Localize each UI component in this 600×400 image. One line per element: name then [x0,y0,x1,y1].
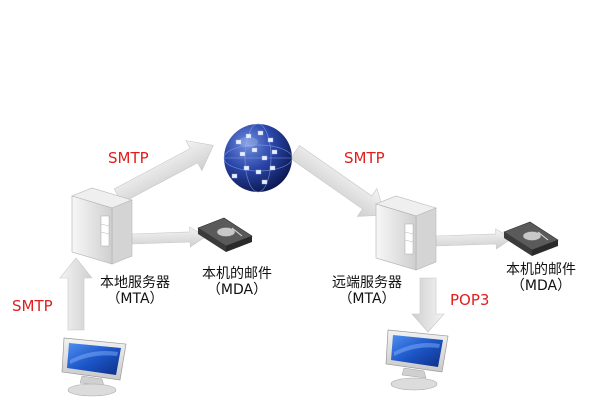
arrow-remote-to-client [411,277,445,333]
remote-server-icon [375,195,437,271]
globe-icon [223,123,293,193]
remote-server-role: （MTA） [338,291,396,308]
local-server-role: （MTA） [106,291,164,308]
arrow-local-to-internet [113,140,214,204]
arrow-internet-to-remote [289,145,386,217]
remote-mda-caption: 本机的邮件 （MDA） [496,262,586,294]
arrow-local-to-mda [131,226,207,248]
smtp-label-client-to-local: SMTP [12,297,53,315]
local-server-caption: 本地服务器 （MTA） [90,275,180,307]
local-mda-name: 本机的邮件 [202,266,272,282]
remote-server-name: 远端服务器 [332,275,402,291]
remote-mda-name: 本机的邮件 [506,262,576,278]
local-server-name: 本地服务器 [100,275,170,291]
pop3-label: POP3 [450,291,490,309]
arrow-client-to-local [59,257,93,331]
local-hard-drive-icon [197,217,253,252]
local-server-icon [71,187,133,265]
remote-server-caption: 远端服务器 （MTA） [322,275,412,307]
remote-hard-drive-icon [503,221,559,256]
smtp-label-internet-to-remote: SMTP [344,149,385,167]
remote-mda-role: （MDA） [510,278,572,295]
local-mda-role: （MDA） [206,282,268,299]
remote-monitor-icon [385,329,449,391]
local-mda-caption: 本机的邮件 （MDA） [192,266,282,298]
local-monitor-icon [61,337,127,397]
smtp-label-local-to-internet: SMTP [108,149,149,167]
arrow-remote-to-mda [435,228,513,250]
